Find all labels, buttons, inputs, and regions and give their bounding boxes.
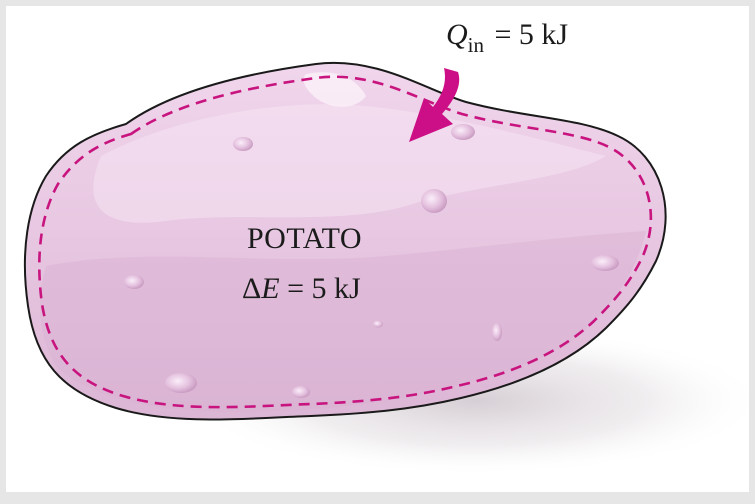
potato-diagram-svg [6, 6, 749, 492]
potato-eye [233, 137, 253, 151]
potato-eye [165, 373, 197, 393]
heat-value: = 5 kJ [495, 18, 569, 51]
potato-eye [124, 275, 144, 289]
potato-eye [492, 323, 502, 341]
energy-change-label: ΔE = 5 kJ [242, 274, 361, 304]
potato-eye [451, 124, 475, 140]
system-name-label: POTATO [247, 224, 362, 254]
energy-symbol: E [261, 272, 279, 305]
heat-input-label: Qin = 5 kJ [446, 20, 568, 50]
heat-subscript: in [468, 33, 484, 57]
potato-eye [591, 255, 619, 271]
heat-symbol: Q [446, 18, 468, 51]
diagram-canvas: Qin = 5 kJ POTATO ΔE = 5 kJ [6, 6, 749, 492]
potato-eye [373, 321, 383, 328]
delta-prefix: Δ [242, 272, 261, 305]
potato-eye [292, 386, 310, 398]
potato-eye [421, 189, 447, 213]
energy-change-value: = 5 kJ [287, 272, 361, 305]
